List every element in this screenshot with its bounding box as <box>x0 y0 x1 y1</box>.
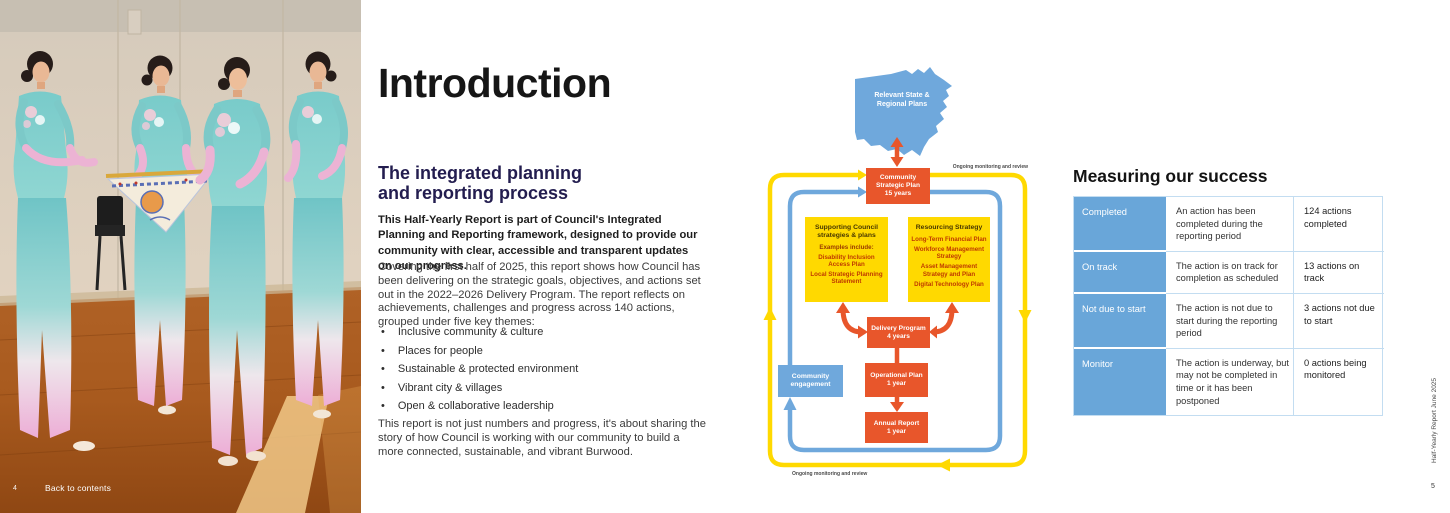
operational-plan-box: Operational Plan 1 year <box>865 363 928 397</box>
list-item-label: Places for people <box>397 344 483 357</box>
list-item: Sustainable & protected environment <box>381 363 701 375</box>
list-item: Places for people <box>381 345 701 357</box>
box-item: Asset Management Strategy and Plan <box>920 263 978 278</box>
box-name: Community Strategic Plan <box>876 174 920 189</box>
community-engagement-box: Community engagement <box>778 365 843 397</box>
list-item: Vibrant city & villages <box>381 382 701 394</box>
supporting-strategies-box: Supporting Council strategies & plans Ex… <box>805 217 888 302</box>
page-number-right: 5 <box>1431 483 1435 490</box>
status-description-cell: The action is underway, but may not be c… <box>1176 357 1290 406</box>
box-duration: 15 years <box>884 190 912 197</box>
curved-arrow-left <box>836 302 868 339</box>
lead-paragraph: This Half-Yearly Report is part of Counc… <box>378 214 698 273</box>
status-description-cell: The action is on track for completion as… <box>1166 252 1293 294</box>
blue-loop <box>783 186 1003 453</box>
list-item-label: Open & collaborative leadership <box>397 400 554 412</box>
box-duration: 1 year <box>886 427 907 435</box>
theme-bullet-list: Inclusive community & culture Places for… <box>381 326 701 419</box>
page-number-left: 4 <box>13 485 17 492</box>
box-title: Supporting Council strategies & plans <box>814 224 879 239</box>
status-label-cell: On track <box>1074 251 1166 294</box>
box-item: Workforce Management Strategy <box>913 246 985 261</box>
box-name: Operational Plan <box>870 372 923 379</box>
list-item-label: Inclusive community & culture <box>397 326 544 338</box>
box-item: Digital Technology Plan <box>914 280 984 288</box>
status-count-cell: 124 actions completed <box>1293 197 1384 252</box>
dancer-4 <box>284 51 348 419</box>
back-to-contents-link[interactable]: Back to contents <box>45 483 112 493</box>
delivery-program-box: Delivery Program 4 years <box>867 317 930 348</box>
report-edge-title: Half-Yearly Report June 2025 <box>1431 377 1438 463</box>
dancers-illustration <box>0 0 361 513</box>
yellow-loop <box>763 169 1032 472</box>
curved-arrow-right <box>929 302 959 339</box>
dancer-3 <box>195 57 271 466</box>
box-name: Annual Report <box>873 419 920 427</box>
community-strategic-plan-box: Community Strategic Plan 15 years <box>866 168 930 204</box>
photo-dancers: 4 Back to contents <box>0 0 361 513</box>
status-description-cell: An action has been completed during the … <box>1166 197 1293 252</box>
box-note: Examples include: <box>819 243 874 251</box>
monitoring-label-bottom: Ongoing monitoring and review <box>792 471 868 477</box>
box-item: Disability Inclusion Access Plan <box>818 253 875 268</box>
list-item: Inclusive community & culture <box>381 326 701 338</box>
state-plans-label: Relevant State & Regional Plans <box>874 92 930 108</box>
annual-report-box: Annual Report 1 year <box>865 412 928 443</box>
box-item: Long-Term Financial Plan <box>911 235 987 243</box>
box-item: Local Strategic Planning Statement <box>810 271 883 286</box>
status-legend-table: Completed An action has been completed d… <box>1073 196 1384 417</box>
chair-silhouette <box>95 196 127 291</box>
monitoring-label-top: Ongoing monitoring and review <box>952 164 1028 170</box>
resourcing-strategy-box: Resourcing Strategy Long-Term Financial … <box>908 217 990 302</box>
diagram-shapes <box>763 67 1032 472</box>
box-name: Community engagement <box>790 373 831 388</box>
list-item: Open & collaborative leadership <box>381 400 701 412</box>
measuring-success-title: Measuring our success <box>1073 166 1268 186</box>
box-duration: 4 years <box>887 332 910 340</box>
flow-connectors <box>890 348 904 412</box>
status-count-cell: 13 actions on track <box>1293 251 1384 294</box>
status-label-cell: Monitor <box>1074 348 1166 416</box>
status-count-cell: 3 actions not due to start <box>1293 293 1384 349</box>
status-description-cell: The action is not due to start during th… <box>1166 294 1293 349</box>
nsw-state-shape <box>855 67 952 156</box>
box-title: Resourcing Strategy <box>915 224 983 231</box>
bowl <box>105 169 215 233</box>
list-item-label: Vibrant city & villages <box>397 381 503 394</box>
section-subtitle: The integrated planning and reporting pr… <box>378 163 583 203</box>
body-paragraph-2: This report is not just numbers and prog… <box>378 418 706 458</box>
box-name: Delivery Program <box>871 324 926 332</box>
page-title: Introduction <box>378 60 612 106</box>
double-arrow <box>890 137 904 167</box>
list-item-label: Sustainable & protected environment <box>397 363 579 375</box>
dancer-1 <box>13 51 98 451</box>
status-count-cell: 0 actions being monitored <box>1293 348 1384 416</box>
box-duration: 1 year <box>886 380 907 387</box>
ipr-framework-diagram: Relevant State & Regional Plans Ongoing … <box>755 55 1065 485</box>
status-label-cell: Completed <box>1074 197 1166 252</box>
status-label-cell: Not due to start <box>1074 293 1166 349</box>
body-paragraph-1: Covering the first half of 2025, this re… <box>378 261 701 329</box>
